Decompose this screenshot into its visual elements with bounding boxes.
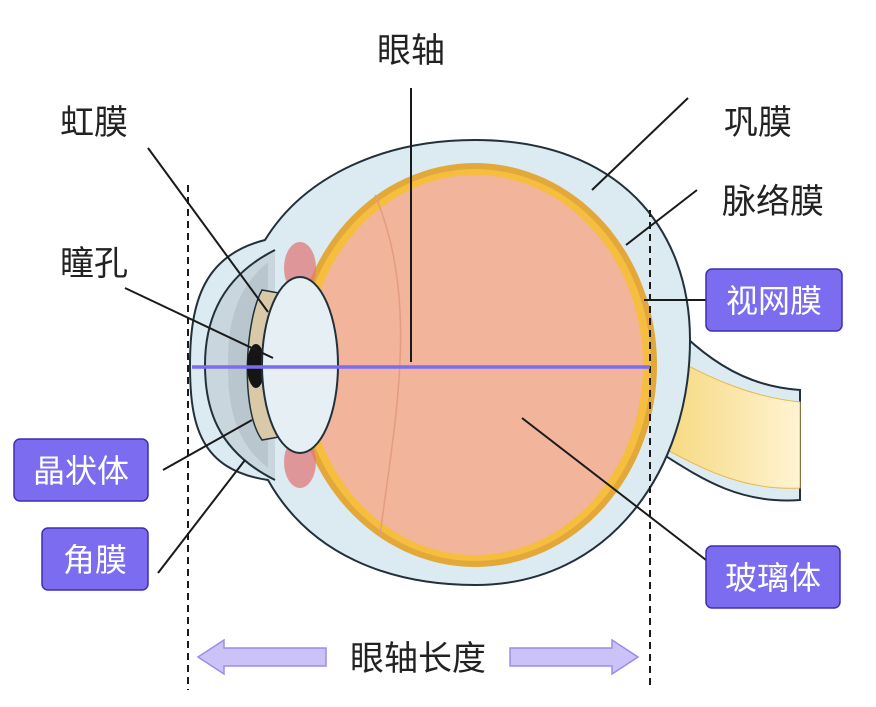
axial-length-arrow-right (509, 638, 640, 676)
pupil-label: 瞳孔 (60, 244, 128, 284)
lens-label: 晶状体 (33, 452, 129, 490)
vitreous-inner-curve (374, 194, 402, 536)
lens-leader (162, 419, 253, 471)
retina-label-box (705, 268, 843, 332)
cornea-leader (157, 459, 246, 574)
vitreous-leader (521, 417, 707, 561)
axial-length-label: 眼轴长度 (350, 639, 486, 679)
sclera-label: 巩膜 (724, 103, 792, 143)
pupil-leader (124, 287, 274, 359)
lens-label-box (13, 438, 149, 502)
lens-shape (261, 276, 339, 454)
sclera-leader (591, 97, 689, 191)
vitreous-label-box (705, 545, 841, 609)
axial-length-arrow-left (196, 638, 327, 676)
vitreous-label: 玻璃体 (725, 559, 821, 597)
choroid-label: 脉络膜 (722, 182, 824, 222)
iris-label: 虹膜 (60, 103, 128, 143)
retina-label: 视网膜 (726, 282, 822, 320)
cornea-label: 角膜 (63, 541, 127, 579)
vitreous-body (307, 175, 643, 555)
iris-leader (147, 147, 269, 313)
cornea-label-box (41, 527, 149, 591)
axis-label: 眼轴 (377, 31, 445, 71)
choroid-leader (625, 189, 698, 246)
